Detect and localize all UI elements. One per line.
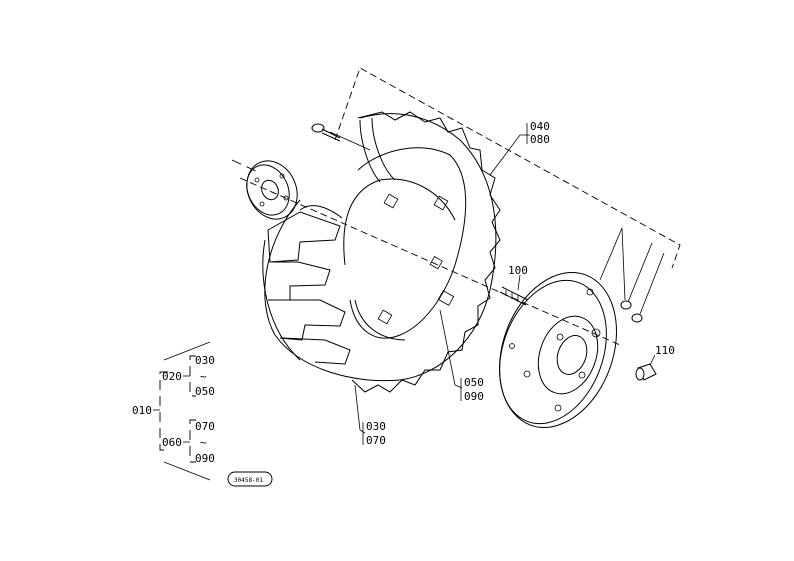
washers (620, 227, 665, 323)
wheel-disc (499, 272, 617, 428)
callout-030-070: 030 070 (362, 420, 386, 447)
callout-070: 070 (366, 434, 386, 447)
nut (635, 363, 657, 381)
stud-bolt (499, 286, 529, 306)
tree-group-b-range: ~ (200, 436, 207, 449)
assembly-tree: 010 020 030 ~ 050 060 070 ~ 090 (132, 341, 215, 481)
callout-050-090: 050 090 (460, 376, 484, 403)
callout-040: 040 (530, 120, 550, 133)
tree-group-b: 060 (162, 436, 182, 449)
hub-cap (246, 160, 298, 220)
bolt-top (311, 123, 341, 142)
tree-group-b-from: 070 (195, 420, 215, 433)
assembly-guide-lines (231, 67, 681, 346)
tractor-tire (262, 111, 501, 393)
tire-inner-rim (343, 147, 467, 341)
callout-080: 080 (530, 133, 550, 146)
tree-root: 010 (132, 404, 152, 417)
stamp-text: 30458-01 (234, 477, 263, 484)
callout-030: 030 (366, 420, 386, 433)
tree-group-a-to: 050 (195, 385, 215, 398)
tree-group-b-to: 090 (195, 452, 215, 465)
callout-100: 100 (508, 264, 528, 277)
tree-group-a: 020 (162, 370, 182, 383)
callout-110: 110 (655, 344, 675, 357)
callout-040-080: 040 080 (526, 120, 550, 146)
tree-group-a-from: 030 (195, 354, 215, 367)
callout-090: 090 (464, 390, 484, 403)
callout-050: 050 (464, 376, 484, 389)
tree-group-a-range: ~ (200, 370, 207, 383)
drawing-number-stamp: 30458-01 (227, 471, 273, 487)
